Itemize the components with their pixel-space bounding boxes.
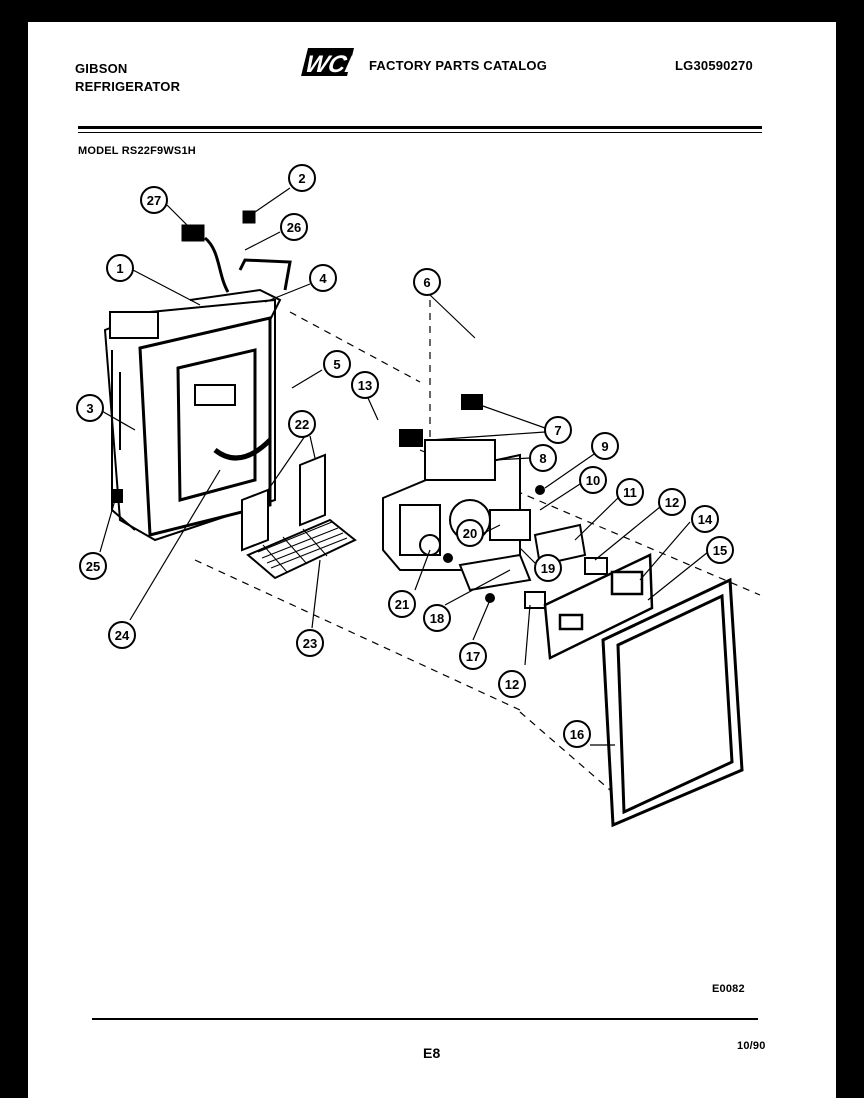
diagram-code: E0082 — [712, 983, 745, 995]
logo-text: WCI — [303, 51, 357, 78]
callout-13: 13 — [351, 371, 379, 399]
svg-text:12: 12 — [505, 677, 519, 692]
callout-5: 5 — [323, 350, 351, 378]
svg-text:27: 27 — [147, 193, 161, 208]
callout-25: 25 — [79, 552, 107, 580]
header-rule-thin — [78, 132, 762, 133]
callout-22: 22 — [288, 410, 316, 438]
callout-3: 3 — [76, 394, 104, 422]
svg-text:13: 13 — [358, 378, 372, 393]
svg-text:19: 19 — [541, 561, 555, 576]
callout-11: 11 — [616, 478, 644, 506]
svg-text:16: 16 — [570, 727, 584, 742]
svg-text:1: 1 — [116, 261, 123, 276]
svg-text:15: 15 — [713, 543, 727, 558]
svg-text:6: 6 — [423, 275, 430, 290]
svg-text:5: 5 — [333, 357, 340, 372]
svg-text:4: 4 — [319, 271, 327, 286]
svg-text:10: 10 — [586, 473, 600, 488]
page-code: E8 — [423, 1045, 441, 1061]
svg-text:23: 23 — [303, 636, 317, 651]
drip-tray — [246, 518, 357, 580]
callout-12-upper: 12 — [658, 488, 686, 516]
svg-text:17: 17 — [466, 649, 480, 664]
dispenser-housing — [103, 288, 282, 542]
callout-17: 17 — [459, 642, 487, 670]
svg-text:8: 8 — [539, 451, 546, 466]
svg-text:25: 25 — [86, 559, 100, 574]
control-assembly — [382, 394, 608, 609]
header-rule-thick — [78, 126, 762, 129]
callout-23: 23 — [296, 629, 324, 657]
brand-name: GIBSON — [75, 61, 128, 76]
svg-text:14: 14 — [698, 512, 713, 527]
callout-4: 4 — [309, 264, 337, 292]
callout-1: 1 — [106, 254, 134, 282]
callout-14: 14 — [691, 505, 719, 533]
svg-text:20: 20 — [463, 526, 477, 541]
svg-text:2: 2 — [298, 171, 305, 186]
svg-text:7: 7 — [554, 423, 561, 438]
callout-26: 26 — [280, 213, 308, 241]
callout-2: 2 — [288, 164, 316, 192]
callout-27: 27 — [140, 186, 168, 214]
product-name: REFRIGERATOR — [75, 79, 181, 94]
callout-6: 6 — [413, 268, 441, 296]
svg-text:12: 12 — [665, 495, 679, 510]
svg-text:18: 18 — [430, 611, 444, 626]
svg-text:3: 3 — [86, 401, 93, 416]
svg-text:26: 26 — [287, 220, 301, 235]
svg-text:21: 21 — [395, 597, 409, 612]
callout-9: 9 — [591, 432, 619, 460]
callout-8: 8 — [529, 444, 557, 472]
callout-15: 15 — [706, 536, 734, 564]
callout-19: 19 — [534, 554, 562, 582]
control-panel — [543, 553, 654, 660]
callout-18: 18 — [423, 604, 451, 632]
panel-frame — [601, 577, 744, 828]
leader-lines — [99, 187, 709, 746]
svg-text:24: 24 — [115, 628, 130, 643]
callout-21: 21 — [388, 590, 416, 618]
callout-16: 16 — [563, 720, 591, 748]
svg-text:11: 11 — [623, 485, 637, 500]
wci-logo: WCI — [301, 48, 357, 78]
revision-date: 10/90 — [737, 1040, 766, 1052]
callout-10: 10 — [579, 466, 607, 494]
model-label: MODEL RS22F9WS1H — [78, 145, 196, 157]
side-trim-pieces — [111, 453, 326, 552]
svg-text:22: 22 — [295, 417, 309, 432]
svg-text:9: 9 — [601, 439, 608, 454]
callout-7: 7 — [544, 416, 572, 444]
catalog-number: LG30590270 — [675, 58, 753, 73]
footer-rule — [92, 1018, 758, 1020]
wiring-harness — [181, 210, 292, 293]
callout-24: 24 — [108, 621, 136, 649]
alignment-lines — [194, 300, 761, 791]
callout-20: 20 — [456, 519, 484, 547]
catalog-title: FACTORY PARTS CATALOG — [369, 58, 548, 73]
callout-12-lower: 12 — [498, 670, 526, 698]
callouts: 1 2 3 4 5 6 7 8 9 10 11 12 12 13 14 15 1… — [76, 164, 734, 748]
